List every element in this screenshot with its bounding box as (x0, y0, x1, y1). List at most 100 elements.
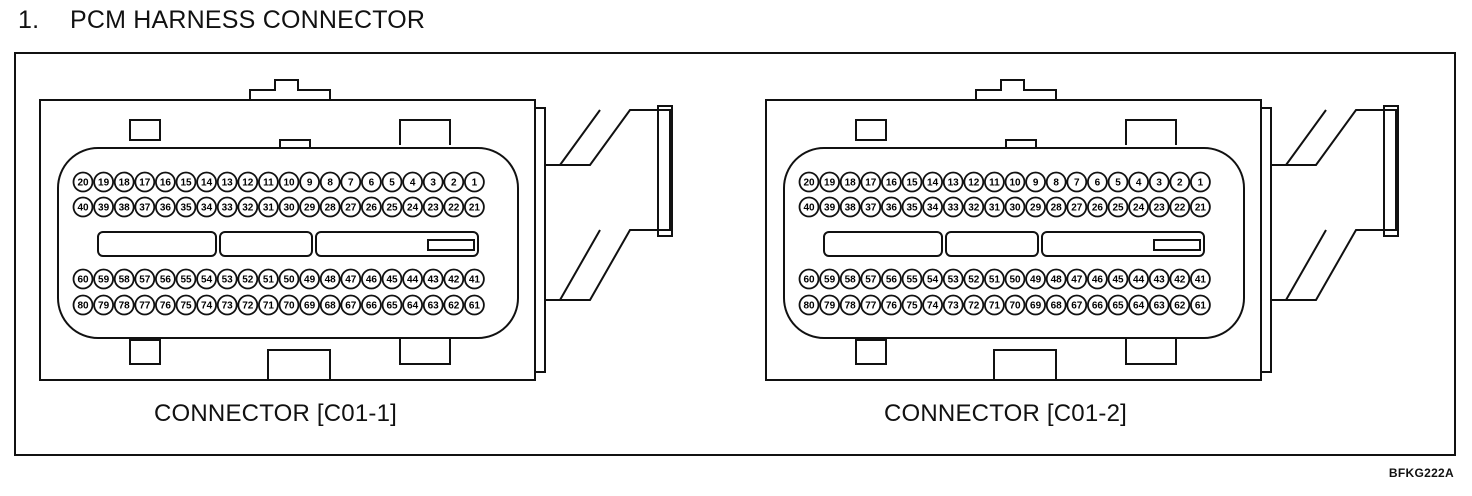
pin-31-circle (983, 196, 1005, 218)
pin-26-circle (360, 196, 382, 218)
pin-72-label: 72 (242, 301, 254, 312)
pin-64-label: 64 (407, 301, 419, 312)
pin-27-label: 27 (345, 203, 357, 214)
pin-25-circle (381, 196, 403, 218)
pin-44-label: 44 (1133, 275, 1145, 286)
pin-15-label: 15 (906, 178, 918, 189)
pin-47-circle (1066, 268, 1088, 290)
pin-24-label: 24 (1133, 203, 1145, 214)
pin-32-label: 32 (242, 203, 254, 214)
pin-71-circle (257, 294, 279, 316)
pin-7-circle (340, 171, 362, 193)
pin-5-label: 5 (1115, 178, 1121, 189)
pin-80-label: 80 (77, 301, 89, 312)
pin-36-label: 36 (160, 203, 172, 214)
pin-39-circle (93, 196, 114, 218)
pin-76-label: 76 (160, 301, 172, 312)
pin-78-circle (839, 294, 861, 316)
pin-78-label: 78 (845, 301, 857, 312)
pin-26-circle (1086, 196, 1108, 218)
pin-59-label: 59 (98, 275, 110, 286)
pin-31-label: 31 (263, 203, 275, 214)
pin-34-label: 34 (201, 203, 213, 214)
pin-45-circle (381, 268, 403, 290)
pin-67-circle (1066, 294, 1088, 316)
key-slot-3 (315, 231, 479, 257)
pin-78-circle (113, 294, 135, 316)
pin-76-circle (154, 294, 176, 316)
pin-cavity (57, 147, 519, 339)
pin-73-label: 73 (948, 301, 960, 312)
pin-79-circle (93, 294, 114, 316)
pin-40-circle (798, 196, 820, 218)
pin-52-label: 52 (242, 275, 254, 286)
pin-33-label: 33 (222, 203, 234, 214)
pin-70-circle (1004, 294, 1026, 316)
pin-23-label: 23 (1154, 203, 1166, 214)
pin-75-circle (175, 294, 197, 316)
pin-22-circle (1169, 196, 1191, 218)
pin-65-circle (1107, 294, 1129, 316)
pin-60-label: 60 (803, 275, 815, 286)
pin-36-circle (880, 196, 902, 218)
pin-73-label: 73 (222, 301, 234, 312)
pin-6-label: 6 (1095, 178, 1101, 189)
pin-41-label: 41 (1195, 275, 1207, 286)
pin-66-circle (360, 294, 382, 316)
bottom-left-tab (129, 339, 161, 365)
pin-46-circle (1086, 268, 1108, 290)
pin-51-label: 51 (263, 275, 275, 286)
pin-15-circle (901, 171, 923, 193)
pin-35-label: 35 (180, 203, 192, 214)
pin-40-label: 40 (77, 203, 89, 214)
pin-46-label: 46 (1092, 275, 1104, 286)
pin-52-circle (963, 268, 985, 290)
pin-18-label: 18 (119, 178, 131, 189)
pin-70-circle (278, 294, 300, 316)
pin-29-circle (299, 196, 321, 218)
pin-cavity (783, 147, 1245, 339)
pin-19-circle (93, 171, 114, 193)
pin-60-circle (798, 268, 820, 290)
pin-28-label: 28 (325, 203, 337, 214)
pin-71-label: 71 (989, 301, 1001, 312)
pin-76-circle (880, 294, 902, 316)
pin-61-circle (1189, 294, 1211, 316)
pin-29-circle (1025, 196, 1047, 218)
section-number: 1. (18, 6, 40, 34)
pin-61-circle (463, 294, 485, 316)
pin-17-circle (134, 171, 156, 193)
pin-41-label: 41 (469, 275, 481, 286)
pin-68-label: 68 (1051, 301, 1063, 312)
pin-13-circle (216, 171, 238, 193)
pin-24-circle (402, 196, 424, 218)
pin-64-circle (1128, 294, 1150, 316)
pin-18-circle (839, 171, 861, 193)
key-slot-2 (945, 231, 1039, 257)
pin-23-label: 23 (428, 203, 440, 214)
pin-60-circle (72, 268, 94, 290)
pin-67-label: 67 (345, 301, 357, 312)
side-bracket-inner (1285, 109, 1327, 301)
pin-20-label: 20 (803, 178, 815, 189)
pin-25-circle (1107, 196, 1129, 218)
top-left-tab (129, 119, 161, 141)
pin-38-circle (113, 196, 135, 218)
pin-32-label: 32 (968, 203, 980, 214)
pin-16-label: 16 (886, 178, 898, 189)
pin-24-label: 24 (407, 203, 419, 214)
pin-2-circle (443, 171, 465, 193)
top-right-tab (1125, 119, 1177, 145)
pin-72-label: 72 (968, 301, 980, 312)
pin-37-label: 37 (139, 203, 151, 214)
pin-58-label: 58 (119, 275, 131, 286)
pin-32-circle (237, 196, 259, 218)
pin-52-circle (237, 268, 259, 290)
pin-16-circle (154, 171, 176, 193)
pin-49-label: 49 (304, 275, 316, 286)
pin-12-circle (237, 171, 259, 193)
pin-17-label: 17 (139, 178, 151, 189)
pin-45-circle (1107, 268, 1129, 290)
housing-side-rail (534, 107, 546, 373)
